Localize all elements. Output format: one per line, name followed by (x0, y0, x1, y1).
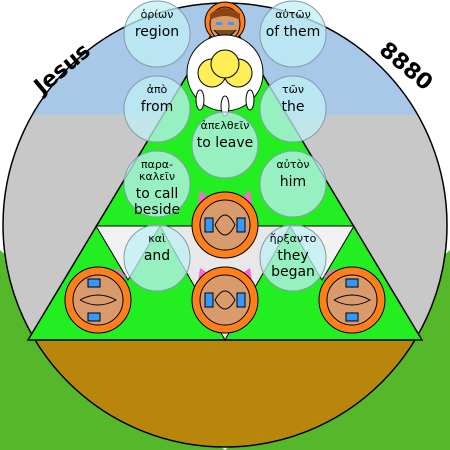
face-middle (191, 191, 259, 259)
english-word: began (271, 264, 315, 280)
bubble-circle (191, 111, 259, 179)
bubble-circle (123, 150, 191, 218)
corner-grass-left (0, 310, 95, 450)
english-word: to leave (197, 135, 254, 151)
greek-word: αὐτὸν (276, 158, 309, 171)
english-word: and (144, 248, 170, 264)
bubble-circle (123, 224, 191, 292)
word-bubble: καὶ and (123, 224, 191, 292)
face-bottom-right (318, 266, 386, 334)
word-bubble: αὐτὸν him (259, 150, 327, 218)
greek-word: αὐτῶν (275, 8, 311, 21)
greek-word: καλεῖν (139, 170, 175, 183)
word-bubble: αὐτῶν of them (259, 0, 327, 68)
greek-word: ἀπὸ (147, 83, 168, 96)
english-word: him (280, 174, 306, 190)
english-word: the (282, 99, 305, 115)
word-bubble: ἀπελθεῖν to leave (191, 111, 259, 179)
word-bubbles: ὁρίων region αὐτῶν of them ἀπὸ from τῶν the ἀπελ… (123, 0, 327, 292)
greek-word: ἀπελθεῖν (201, 119, 250, 132)
bubble-circle (259, 224, 327, 292)
face-bottom-left (64, 266, 132, 334)
greek-word: ἤρξαντο (270, 232, 317, 245)
greek-word: ὁρίων (141, 8, 174, 21)
greek-word: τῶν (282, 83, 304, 96)
greek-word: καὶ (148, 232, 166, 245)
dove-emblem (186, 34, 264, 117)
greek-word: παρα- (141, 158, 173, 171)
english-word: region (135, 24, 179, 40)
word-bubble: ἀπὸ from (123, 75, 191, 143)
english-word: to call (136, 186, 179, 202)
english-word: beside (134, 202, 180, 218)
bubble-circle (123, 0, 191, 68)
english-word: of them (266, 24, 321, 40)
word-bubble: τῶν the (259, 75, 327, 143)
bubble-circle (259, 75, 327, 143)
bubble-circle (123, 75, 191, 143)
word-bubble: ὁρίων region (123, 0, 191, 68)
face-bottom-center (191, 266, 259, 334)
english-word: from (141, 99, 174, 115)
bubble-circle (259, 150, 327, 218)
english-word: they (277, 248, 308, 264)
bubble-circle (259, 0, 327, 68)
